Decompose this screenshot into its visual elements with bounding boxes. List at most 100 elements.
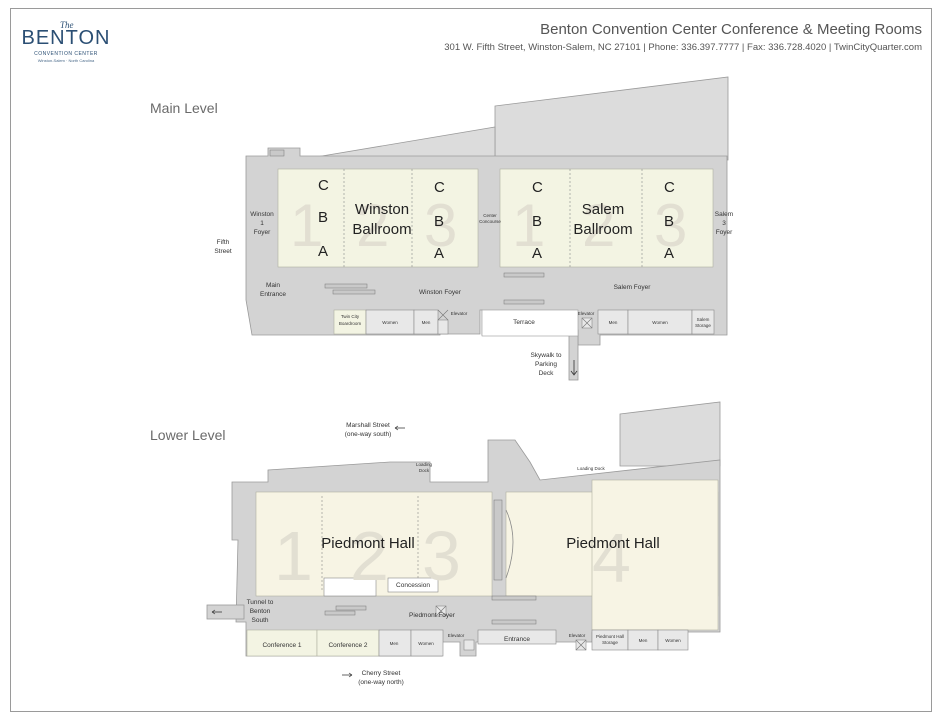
winston-foyer-side-3: Foyer — [254, 229, 271, 236]
loading-dock-small-2: Dock — [419, 468, 430, 473]
main-men-label: Men — [422, 320, 431, 325]
salem-letter-b-left: B — [532, 213, 542, 230]
winston-ballroom-name-1: Winston — [355, 201, 409, 218]
piedmont-number-3: 3 — [422, 517, 461, 595]
main-level-plan: 1 2 3 1 2 3 C B A C B A C B A C B A Wins… — [214, 76, 733, 381]
salem-number-2: 2 — [582, 192, 615, 259]
marshall-street-1: Marshall Street — [346, 422, 390, 429]
piedmont-number-4: 4 — [592, 519, 631, 597]
main-entrance-1: Main — [266, 282, 280, 289]
winston-foyer-side-1: Winston — [250, 211, 274, 218]
lower-womens-restroom-east — [657, 629, 689, 651]
main-womens-restroom — [365, 309, 415, 335]
salem-storage — [691, 309, 715, 335]
entrance-label: Entrance — [504, 636, 530, 643]
winston-letter-c-right: C — [434, 179, 445, 196]
salem-letter-c-right: C — [664, 179, 675, 196]
skywalk-1: Skywalk to — [530, 352, 561, 359]
salem-storage-2: Storage — [695, 323, 711, 328]
main-women-label: Women — [382, 320, 398, 325]
cherry-street-1: Cherry Street — [362, 670, 401, 677]
logo-subtitle: CONVENTION CENTER — [34, 51, 98, 57]
salem-women-label: Women — [652, 320, 668, 325]
logo-name: BENTON — [21, 27, 111, 49]
entrance-stairs-2 — [491, 619, 537, 625]
main-elevator-label-east: Elevator — [578, 311, 595, 316]
salem-ballroom-name-1: Salem — [582, 201, 625, 218]
salem-letter-a-right: A — [664, 245, 674, 262]
lower-elevator-label-east: Elevator — [569, 633, 586, 638]
lower-womens-restroom — [410, 629, 444, 657]
salem-storage-1: Salem — [697, 317, 710, 322]
piedmont-hall-name-east: Piedmont Hall — [566, 535, 659, 552]
main-northwest-stairs — [269, 149, 285, 157]
terrace-label: Terrace — [513, 319, 535, 326]
benton-logo: The BENTON CONVENTION CENTER Winston-Sal… — [18, 20, 114, 64]
twin-city-boardroom — [333, 309, 367, 335]
salem-foyer-side-2: 3 — [722, 220, 726, 227]
salem-womens-restroom — [627, 309, 693, 335]
winston-letter-a-left: A — [318, 243, 328, 260]
concession-counter — [323, 577, 377, 597]
logo-the: The — [60, 20, 74, 30]
cherry-arrow — [342, 672, 353, 678]
lower-men-label: Men — [390, 641, 399, 646]
center-concourse-2: Concourse — [479, 219, 501, 224]
salem-number-1: 1 — [512, 192, 545, 259]
piedmont-hall-4-curve — [505, 509, 514, 579]
tunnel-2: Benton — [250, 608, 271, 615]
concession-label: Concession — [396, 582, 430, 589]
ballroom-names: Winston Ballroom Salem Ballroom — [352, 201, 632, 238]
salem-foyer: Salem Foyer — [614, 284, 652, 291]
salem-letter-c-left: C — [532, 179, 543, 196]
salem-letter-a-left: A — [532, 245, 542, 262]
piedmont-hall-names: Piedmont Hall Piedmont Hall — [321, 535, 659, 552]
page-title: Benton Convention Center Conference & Me… — [540, 21, 922, 38]
marshall-street-2: (one-way south) — [345, 431, 392, 438]
winston-number-3: 3 — [424, 192, 457, 259]
skywalk-2: Parking — [535, 361, 557, 368]
main-upper-wing — [494, 76, 729, 161]
fifth-street-1: Fifth — [217, 239, 230, 246]
twin-city-boardroom-1: Twin City — [341, 314, 360, 319]
main-elevator-label-west: Elevator — [451, 311, 468, 316]
elevator-mark-lower-east — [575, 639, 587, 651]
skywalk-arrow — [570, 360, 578, 376]
elevator-mark-lower-mid — [435, 605, 447, 617]
salem-number-3: 3 — [654, 192, 687, 259]
tunnel-3: South — [252, 617, 269, 624]
piedmont-number-2: 2 — [350, 517, 389, 595]
logo-location: Winston-Salem · North Carolina — [37, 58, 95, 63]
piedmont-storage-2: Storage — [602, 640, 618, 645]
lower-elevator-label-west: Elevator — [448, 633, 465, 638]
winston-letter-a-right: A — [434, 245, 444, 262]
lower-mens-restroom — [378, 629, 412, 657]
center-concourse-1: Center — [483, 213, 497, 218]
piedmont-storage-1: Piedmont Hall — [596, 634, 624, 639]
winston-section-letters: C B A C B A C B A C B A — [318, 177, 675, 262]
piedmont-foyer: Piedmont Foyer — [409, 612, 456, 619]
main-small-labels: Center Concourse Twin City Boardroom Wom… — [339, 213, 712, 328]
winston-foyer-stairs-1 — [324, 283, 368, 289]
concession — [387, 577, 439, 593]
conference-2 — [316, 629, 380, 657]
entrance — [477, 629, 557, 645]
winston-ballroom-name-2: Ballroom — [352, 221, 411, 238]
winston-foyer-stairs-2 — [332, 289, 376, 295]
fifth-street-2: Street — [214, 248, 232, 255]
piedmont-partition-stairs — [493, 499, 503, 581]
main-entrance-2: Entrance — [260, 291, 286, 298]
conference-1 — [246, 629, 318, 657]
lower-level-title: Lower Level — [150, 427, 226, 443]
winston-ballroom — [277, 168, 479, 268]
twin-city-boardroom-2: Boardroom — [339, 321, 362, 326]
skywalk-corridor — [568, 329, 579, 381]
contact-line: 301 W. Fifth Street, Winston-Salem, NC 2… — [444, 42, 922, 53]
lower-women-label-east: Women — [665, 638, 681, 643]
tunnel-to-benton-south — [206, 604, 245, 620]
marshall-arrow — [394, 425, 405, 431]
lower-elevator-west — [463, 639, 475, 651]
main-elevator-west — [437, 319, 449, 335]
piedmont-foyer-stairs-2 — [324, 610, 356, 616]
